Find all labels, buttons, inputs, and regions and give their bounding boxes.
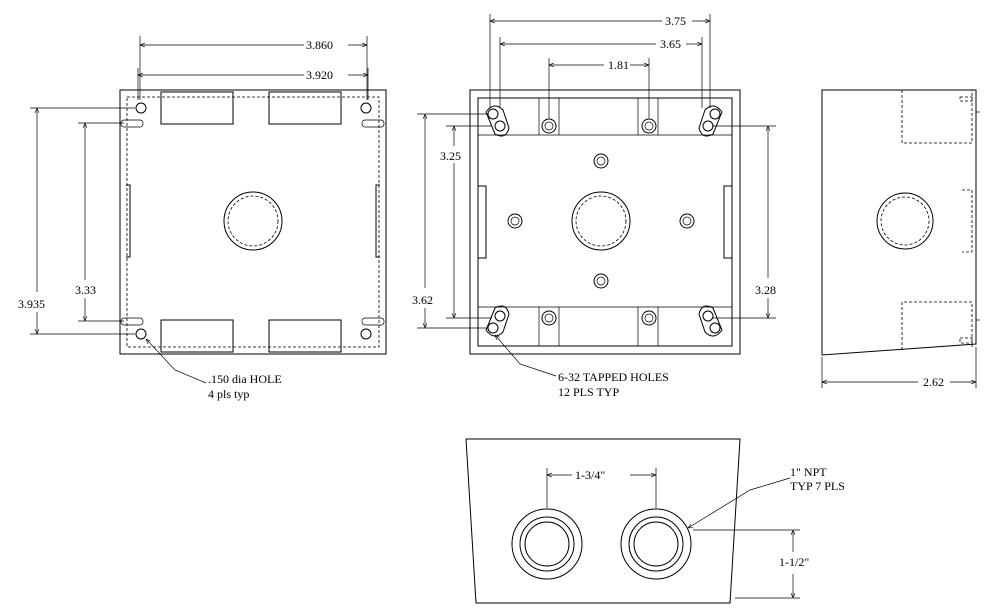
tapped-hole bbox=[541, 310, 557, 326]
dim-3935: 3.935 bbox=[18, 297, 45, 311]
dim-328: 3.28 bbox=[755, 283, 776, 297]
corner-lug bbox=[698, 105, 723, 137]
bottom-view: 1-3/4" 1-1/2" 1" NPT TYP 7 PLS bbox=[465, 438, 845, 604]
bottom-left-slot bbox=[160, 319, 234, 353]
slot-mark bbox=[361, 317, 385, 326]
mount-hole bbox=[135, 328, 147, 340]
dim-333: 3.33 bbox=[75, 283, 96, 297]
dim-325: 3.25 bbox=[440, 149, 461, 163]
right-side-tab bbox=[723, 185, 732, 259]
tapped-hole bbox=[641, 310, 657, 326]
npt-note-line2: TYP 7 PLS bbox=[790, 479, 845, 493]
center-knockout bbox=[223, 191, 283, 251]
dim-1-1-2: 1-1/2" bbox=[779, 555, 809, 569]
top-left-slot bbox=[160, 91, 234, 125]
top-view-outline bbox=[469, 89, 741, 355]
front-inner-dashed bbox=[126, 96, 380, 348]
center-knockout bbox=[571, 191, 631, 251]
dim-375: 3.75 bbox=[665, 14, 686, 28]
hole-note-line2: 4 pls typ bbox=[208, 387, 249, 401]
mount-hole bbox=[360, 328, 372, 340]
slot-mark bbox=[120, 119, 144, 128]
side-top-hidden bbox=[901, 90, 973, 144]
slot-mark bbox=[361, 119, 385, 128]
side-view: 2.62 bbox=[821, 89, 980, 389]
top-view: 3.75 3.65 1.81 3.25 3.62 3.28 6-32 TAPPE… bbox=[412, 14, 776, 399]
slot-mark bbox=[120, 317, 144, 326]
left-side-tab bbox=[478, 185, 487, 259]
dim-362: 3.62 bbox=[412, 293, 433, 307]
hole-note-line1: .150 dia HOLE bbox=[208, 372, 282, 386]
dim-262: 2.62 bbox=[923, 375, 944, 389]
npt-hub bbox=[620, 508, 692, 580]
dim-365: 3.65 bbox=[660, 37, 681, 51]
corner-lug bbox=[485, 305, 510, 337]
tapped-hole bbox=[593, 153, 609, 169]
front-view: 3.860 3.920 3.935 3.33 .150 dia HOLE 4 p… bbox=[18, 36, 387, 401]
npt-hub bbox=[511, 508, 583, 580]
tapped-note-line2: 12 PLS TYP bbox=[558, 385, 619, 399]
tapped-hole bbox=[541, 118, 557, 134]
corner-lug bbox=[698, 305, 723, 337]
tapped-hole bbox=[593, 273, 609, 289]
top-right-slot bbox=[268, 91, 342, 125]
front-outline bbox=[119, 89, 387, 355]
tapped-note-line1: 6-32 TAPPED HOLES bbox=[558, 370, 669, 384]
side-view-outline bbox=[821, 89, 977, 356]
mount-hole bbox=[135, 102, 147, 114]
tapped-hole bbox=[507, 213, 523, 229]
tapped-hole bbox=[679, 213, 695, 229]
tapped-hole bbox=[641, 118, 657, 134]
corner-lug bbox=[485, 105, 510, 137]
dim-1-3-4: 1-3/4" bbox=[575, 468, 605, 482]
mount-hole bbox=[360, 102, 372, 114]
npt-note-line1: 1" NPT bbox=[790, 465, 827, 479]
dim-3920: 3.920 bbox=[306, 68, 333, 82]
dim-181: 1.81 bbox=[608, 58, 629, 72]
top-view-inner bbox=[477, 97, 733, 347]
bottom-view-outline bbox=[465, 438, 741, 604]
side-knockout bbox=[876, 192, 934, 250]
right-side-tab bbox=[375, 184, 380, 258]
left-side-tab bbox=[126, 184, 131, 258]
center-knockout-inner bbox=[227, 195, 279, 247]
dim-3860: 3.860 bbox=[306, 38, 333, 52]
bottom-right-slot bbox=[268, 319, 342, 353]
